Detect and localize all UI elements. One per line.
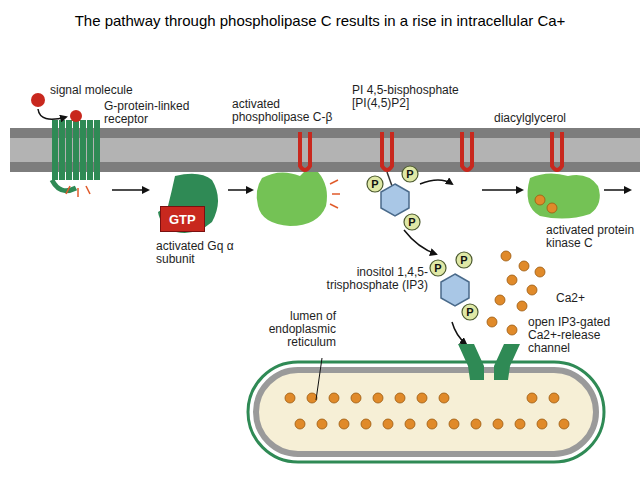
signal-molecule [31, 93, 45, 107]
phosphate-circles [430, 252, 478, 320]
inositol-ring [381, 184, 409, 216]
phosphate-circles [367, 166, 420, 230]
label: inositol 1,4,5-trisphosphate (IP3) [306, 266, 428, 292]
er-membrane [248, 362, 604, 462]
lipid-tails [300, 132, 562, 170]
activation-rays [330, 180, 340, 208]
label: lumen of endoplasmic reticulum [226, 310, 336, 349]
bound-signal [70, 110, 82, 122]
label: G-protein-linked receptor [104, 100, 204, 126]
bound-calcium [535, 195, 557, 213]
label: diacylglycerol [494, 112, 604, 125]
phosphate-label: P [457, 253, 471, 267]
binding-arrow [38, 109, 66, 119]
gtp-box: GTP [160, 206, 205, 232]
label: PI 4,5-bisphosphate [PI(4,5)P2] [352, 84, 502, 110]
er-lumen [256, 370, 596, 454]
label: activated protein kinase C [546, 224, 636, 250]
ip3-ring [441, 274, 469, 306]
phosphate-label: P [431, 261, 445, 275]
label: signal molecule [50, 84, 170, 97]
activation-rays [66, 186, 90, 197]
leader-line [316, 358, 322, 400]
phosphate-label: P [463, 305, 477, 319]
phosphate-label: P [368, 177, 382, 191]
phosphate-label: P [405, 215, 419, 229]
membrane-core [10, 138, 640, 162]
phosphate-label: P [403, 167, 417, 181]
title: The pathway through phospholipase C resu… [20, 12, 620, 30]
label: activated Gq α subunit [156, 240, 240, 266]
g-alpha-subunit [158, 174, 218, 233]
channel-half [494, 344, 520, 380]
phospholipase-c [257, 172, 327, 226]
receptor-helices [52, 120, 100, 191]
channel-half [458, 344, 484, 380]
box-text: GTP [169, 212, 196, 227]
label: activated phospholipase C-β [232, 98, 344, 124]
ion-label: Ca2+ [556, 292, 616, 305]
protein-kinase-c [528, 173, 600, 218]
plasma-membrane [10, 128, 640, 172]
stored-calcium [285, 393, 569, 429]
label: open IP3-gated Ca2+-release channel [528, 316, 636, 355]
